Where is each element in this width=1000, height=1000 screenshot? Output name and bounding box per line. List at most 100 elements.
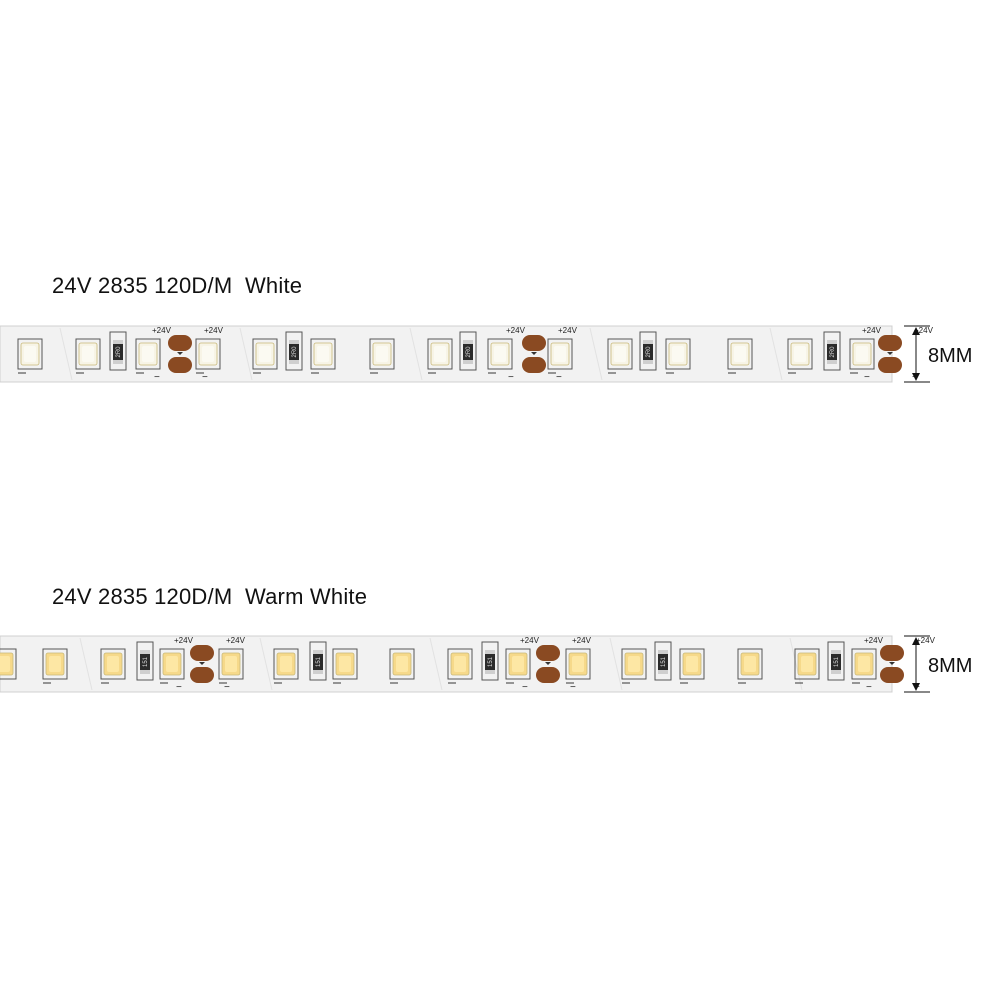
led-emitter bbox=[107, 656, 119, 672]
led-chip bbox=[332, 648, 358, 684]
strip-title-warm-white: 24V 2835 120D/M Warm White bbox=[52, 584, 368, 609]
led-outline bbox=[607, 338, 633, 370]
solder-pad-pair: +24V+24V−− bbox=[862, 326, 934, 383]
led-outline bbox=[252, 338, 278, 370]
led-chip bbox=[607, 338, 633, 374]
led-chip bbox=[794, 648, 820, 684]
resistor: 151 bbox=[136, 641, 154, 681]
resistor: 151 bbox=[309, 641, 327, 681]
minus-label: − bbox=[154, 372, 160, 383]
pcb-texture-line bbox=[79, 637, 93, 691]
resistor: 2R0 bbox=[823, 331, 841, 371]
resistor-code: 151 bbox=[488, 656, 494, 667]
cut-mark bbox=[199, 662, 205, 665]
led-chip bbox=[0, 648, 17, 680]
led-outline bbox=[447, 648, 473, 680]
led-emitter bbox=[572, 656, 584, 672]
pcb-texture-line bbox=[239, 327, 253, 381]
led-outline bbox=[487, 338, 513, 370]
pcb-texture-line bbox=[589, 327, 603, 381]
resistor-outline bbox=[309, 641, 327, 681]
resistor-outline bbox=[136, 641, 154, 681]
resistor-cap bbox=[658, 670, 668, 674]
led-emitter bbox=[614, 346, 626, 362]
led-emitter bbox=[225, 656, 237, 672]
resistor-code: 2R0 bbox=[466, 346, 472, 358]
resistor-outline bbox=[459, 331, 477, 371]
resistor-cap bbox=[313, 670, 323, 674]
resistor-code: 2R0 bbox=[830, 346, 836, 358]
resistor-cap bbox=[289, 340, 299, 344]
resistor-cap bbox=[485, 670, 495, 674]
solder-pad-top bbox=[168, 335, 192, 351]
resistor-body bbox=[140, 652, 150, 672]
led-chip bbox=[665, 338, 691, 374]
led-chip bbox=[727, 338, 753, 374]
led-emitter bbox=[744, 656, 756, 672]
width-label-warm-white: 8MM bbox=[928, 655, 973, 677]
pad-label: +24V bbox=[506, 326, 526, 335]
resistor-code: 151 bbox=[661, 656, 667, 667]
pad-label: +24V bbox=[174, 636, 194, 645]
cut-mark bbox=[889, 662, 895, 665]
width-dimension-marker bbox=[904, 635, 930, 693]
solder-pad-pair: +24V+24V−− bbox=[152, 326, 224, 383]
led-chip bbox=[75, 338, 101, 374]
led-emitter bbox=[628, 656, 640, 672]
pcb-texture-line bbox=[429, 637, 443, 691]
led-chip bbox=[195, 338, 221, 374]
pcb-texture-line bbox=[769, 327, 783, 381]
dim-arrow-up bbox=[912, 637, 920, 645]
led-outline bbox=[0, 648, 17, 680]
led-outline bbox=[332, 648, 358, 680]
led-outline bbox=[565, 648, 591, 680]
resistor-outline bbox=[285, 331, 303, 371]
minus-label: − bbox=[522, 682, 528, 693]
led-emitter bbox=[49, 656, 61, 672]
led-outline bbox=[42, 648, 68, 680]
led-chip bbox=[252, 338, 278, 374]
led-outline bbox=[159, 648, 185, 680]
pad-label: +24V bbox=[558, 326, 578, 335]
solder-pad-pair: +24V+24V−− bbox=[506, 326, 578, 383]
dim-arrow-down bbox=[912, 373, 920, 381]
pad-label: +24V bbox=[572, 636, 592, 645]
strip-title-white: 24V 2835 120D/M White bbox=[52, 273, 303, 298]
solder-pad-top bbox=[536, 645, 560, 661]
resistor-code: 151 bbox=[143, 656, 149, 667]
led-chip bbox=[679, 648, 705, 684]
resistor-code: 151 bbox=[316, 656, 322, 667]
pcb-texture-line bbox=[259, 637, 273, 691]
resistor-cap bbox=[463, 360, 473, 364]
led-emitter bbox=[317, 346, 329, 362]
led-chip bbox=[737, 648, 763, 684]
resistor-cap bbox=[643, 360, 653, 364]
resistor: 2R0 bbox=[459, 331, 477, 371]
resistor-outline bbox=[827, 641, 845, 681]
pad-label: +24V bbox=[152, 326, 172, 335]
led-chip bbox=[218, 648, 244, 684]
led-chip bbox=[447, 648, 473, 684]
dim-arrow-up bbox=[912, 327, 920, 335]
minus-label: − bbox=[508, 372, 514, 383]
resistor-cap bbox=[485, 650, 495, 654]
led-emitter bbox=[672, 346, 684, 362]
led-emitter bbox=[376, 346, 388, 362]
resistor: 151 bbox=[827, 641, 845, 681]
resistor-body bbox=[113, 342, 123, 362]
resistor-code: 2R0 bbox=[292, 346, 298, 358]
led-outline bbox=[195, 338, 221, 370]
led-chip bbox=[369, 338, 395, 374]
dim-arrow-down bbox=[912, 683, 920, 691]
led-chip bbox=[389, 648, 415, 684]
led-outline bbox=[679, 648, 705, 680]
led-outline bbox=[794, 648, 820, 680]
resistor: 2R0 bbox=[109, 331, 127, 371]
led-outline bbox=[665, 338, 691, 370]
led-emitter bbox=[856, 346, 868, 362]
led-emitter bbox=[794, 346, 806, 362]
led-outline bbox=[547, 338, 573, 370]
pad-label: +24V bbox=[204, 326, 224, 335]
resistor-cap bbox=[463, 340, 473, 344]
